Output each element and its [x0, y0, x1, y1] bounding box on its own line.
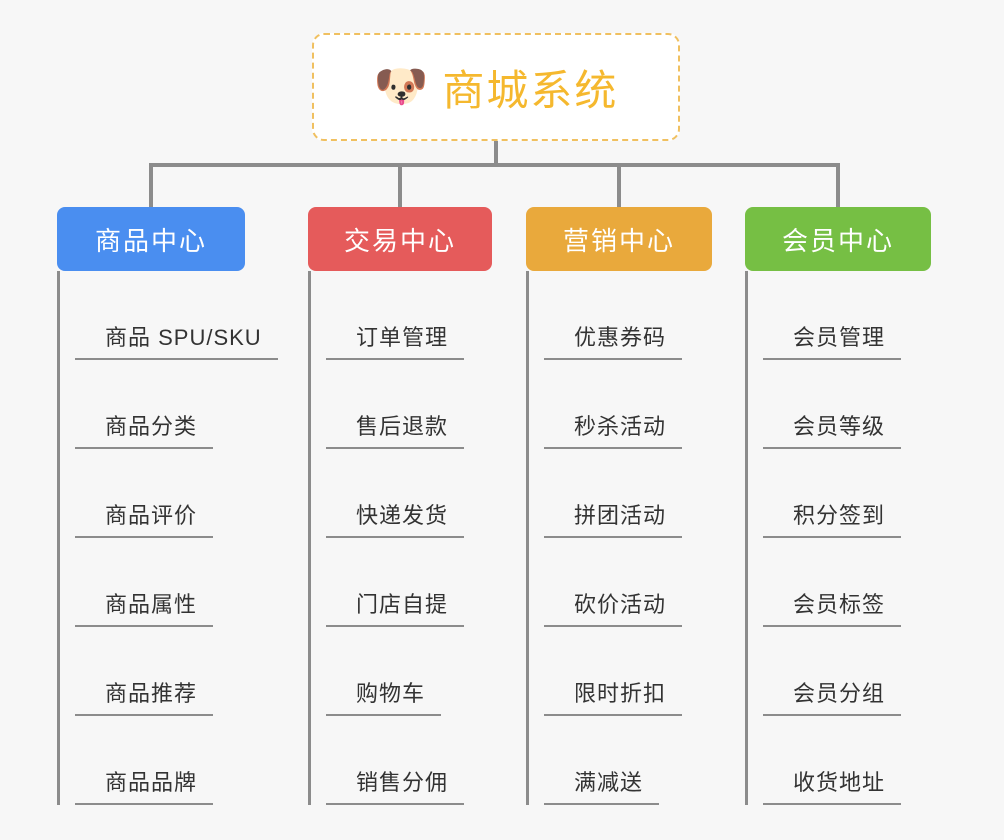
- leaf-item-label: 砍价活动: [544, 587, 683, 627]
- category-box[interactable]: 营销中心: [526, 207, 712, 271]
- category-column: 营销中心优惠券码秒杀活动拼团活动砍价活动限时折扣满减送: [526, 207, 712, 805]
- dog-face-icon: 🐶: [373, 62, 429, 111]
- leaf-item-label: 商品品牌: [75, 765, 214, 805]
- leaf-list: 订单管理售后退款快递发货门店自提购物车销售分佣: [308, 271, 492, 805]
- leaf-item[interactable]: 拼团活动: [544, 449, 712, 538]
- leaf-item-label: 收货地址: [763, 765, 902, 805]
- category-column: 会员中心会员管理会员等级积分签到会员标签会员分组收货地址: [745, 207, 931, 805]
- leaf-item-label: 商品属性: [75, 587, 214, 627]
- leaf-item[interactable]: 商品 SPU/SKU: [75, 271, 278, 360]
- leaf-item[interactable]: 销售分佣: [326, 716, 492, 805]
- category-box[interactable]: 商品中心: [57, 207, 245, 271]
- leaf-item[interactable]: 会员等级: [763, 360, 931, 449]
- leaf-item[interactable]: 会员管理: [763, 271, 931, 360]
- connector-vertical: [617, 163, 621, 209]
- category-column: 商品中心商品 SPU/SKU 商品分类商品评价商品属性商品推荐商品品牌: [57, 207, 278, 805]
- leaf-item-label: 售后退款: [326, 409, 465, 449]
- leaf-item[interactable]: 砍价活动: [544, 538, 712, 627]
- leaf-item-label: 商品评价: [75, 498, 214, 538]
- root-title: 商城系统: [442, 66, 619, 114]
- leaf-item[interactable]: 商品属性: [75, 538, 245, 627]
- leaf-item[interactable]: 秒杀活动: [544, 360, 712, 449]
- category-column: 交易中心订单管理售后退款快递发货门店自提购物车销售分佣: [308, 207, 492, 805]
- leaf-item[interactable]: 购物车: [326, 627, 492, 716]
- leaf-item-label: 订单管理: [326, 320, 465, 360]
- leaf-item-label: 会员分组: [763, 676, 902, 716]
- leaf-list: 商品 SPU/SKU 商品分类商品评价商品属性商品推荐商品品牌: [57, 271, 278, 805]
- leaf-item[interactable]: 优惠券码: [544, 271, 712, 360]
- leaf-item-label: 会员管理: [763, 320, 902, 360]
- leaf-item[interactable]: 商品推荐: [75, 627, 245, 716]
- leaf-item[interactable]: 收货地址: [763, 716, 931, 805]
- leaf-item[interactable]: 满减送: [544, 716, 712, 805]
- leaf-item[interactable]: 积分签到: [763, 449, 931, 538]
- category-box[interactable]: 交易中心: [308, 207, 492, 271]
- root-node[interactable]: 🐶 商城系统: [312, 33, 680, 141]
- leaf-item[interactable]: 售后退款: [326, 360, 492, 449]
- leaf-item[interactable]: 会员分组: [763, 627, 931, 716]
- connector-vertical: [149, 163, 153, 209]
- leaf-item-label: 商品推荐: [75, 676, 214, 716]
- leaf-item-label: 积分签到: [763, 498, 902, 538]
- leaf-item-label: 拼团活动: [544, 498, 683, 538]
- leaf-item[interactable]: 会员标签: [763, 538, 931, 627]
- leaf-item-label: 会员等级: [763, 409, 902, 449]
- leaf-item[interactable]: 商品分类: [75, 360, 245, 449]
- leaf-item[interactable]: 商品评价: [75, 449, 245, 538]
- leaf-item-label: 限时折扣: [544, 676, 683, 716]
- leaf-item-label: 秒杀活动: [544, 409, 683, 449]
- leaf-item[interactable]: 订单管理: [326, 271, 492, 360]
- leaf-item-label: 门店自提: [326, 587, 465, 627]
- leaf-item-label: 销售分佣: [326, 765, 465, 805]
- leaf-item-label: 快递发货: [326, 498, 465, 538]
- leaf-item-label: 购物车: [326, 676, 442, 716]
- category-box[interactable]: 会员中心: [745, 207, 931, 271]
- leaf-item-label: 会员标签: [763, 587, 902, 627]
- connector-vertical: [836, 163, 840, 209]
- leaf-item-label: 商品 SPU/SKU: [75, 320, 278, 360]
- leaf-list: 优惠券码秒杀活动拼团活动砍价活动限时折扣满减送: [526, 271, 712, 805]
- leaf-item[interactable]: 快递发货: [326, 449, 492, 538]
- leaf-item[interactable]: 限时折扣: [544, 627, 712, 716]
- connector-horizontal: [149, 163, 840, 167]
- leaf-item-label: 满减送: [544, 765, 660, 805]
- leaf-item[interactable]: 门店自提: [326, 538, 492, 627]
- leaf-item-label: 商品分类: [75, 409, 214, 449]
- leaf-item[interactable]: 商品品牌: [75, 716, 245, 805]
- leaf-item-label: 优惠券码: [544, 320, 683, 360]
- connector-vertical: [398, 163, 402, 209]
- connector-vertical: [494, 141, 498, 167]
- leaf-list: 会员管理会员等级积分签到会员标签会员分组收货地址: [745, 271, 931, 805]
